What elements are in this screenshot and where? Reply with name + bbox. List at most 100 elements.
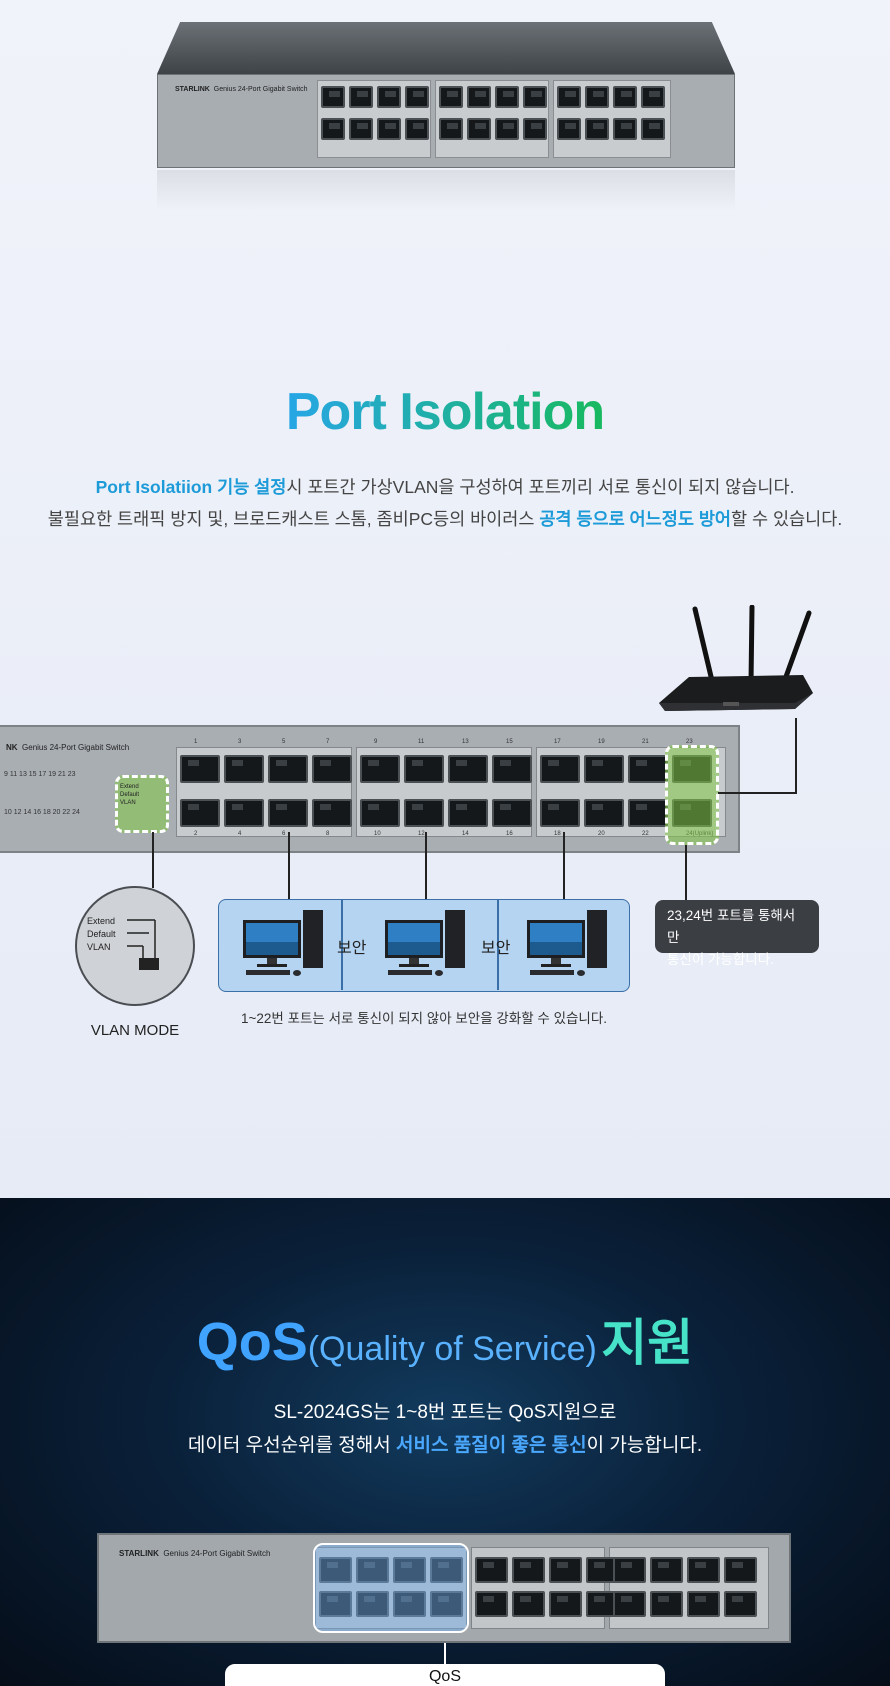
ethernet-port — [180, 799, 220, 827]
switch-product-image: STARLINK Genius 24-Port Gigabit Switch — [157, 22, 735, 210]
qos-label: QoS — [428, 1668, 461, 1685]
port-number: 15 — [506, 739, 513, 745]
connector-line — [563, 832, 565, 900]
ethernet-port — [585, 86, 609, 108]
ethernet-port — [584, 755, 624, 783]
ethernet-port — [724, 1591, 757, 1617]
qos-label-box — [225, 1664, 665, 1686]
connector-line — [425, 832, 427, 900]
port-number: 1 — [194, 739, 198, 745]
connector-line — [718, 792, 797, 794]
connector-line — [444, 1643, 446, 1665]
port-number: 9 — [374, 739, 378, 745]
dip-switch-icon — [127, 919, 159, 970]
ethernet-port — [448, 799, 488, 827]
ethernet-port — [349, 118, 373, 140]
highlight-text: 서비스 품질이 좋은 통신 — [396, 1435, 587, 1456]
qos-switch-image: STARLINK Genius 24-Port Gigabit Switch — [97, 1533, 791, 1643]
ethernet-port — [360, 799, 400, 827]
desktop-pc-icon — [241, 910, 323, 982]
ethernet-port — [224, 755, 264, 783]
port-number: 5 — [282, 739, 286, 745]
ethernet-port — [467, 118, 491, 140]
security-label: 보안 — [481, 940, 511, 957]
ethernet-port — [495, 86, 519, 108]
ethernet-port — [356, 1591, 389, 1617]
security-label: 보안 — [337, 940, 367, 957]
port-number: 2 — [194, 831, 198, 837]
ethernet-port — [628, 799, 668, 827]
highlight-text: Port Isolatiion 기능 설정 — [95, 477, 287, 497]
ethernet-port — [724, 1557, 757, 1583]
ethernet-port — [557, 86, 581, 108]
port-number: 6 — [282, 831, 286, 837]
ethernet-port — [523, 86, 547, 108]
ethernet-port — [687, 1557, 720, 1583]
vlan-mode-label: VLAN MODE — [90, 1022, 180, 1039]
port-number: 4 — [238, 831, 242, 837]
divider — [341, 900, 343, 990]
ethernet-port — [540, 755, 580, 783]
port-number: 7 — [326, 739, 330, 745]
ethernet-port — [495, 118, 519, 140]
ethernet-port — [650, 1591, 683, 1617]
vlan-mode-switch-highlight — [115, 775, 169, 833]
ethernet-port — [404, 755, 444, 783]
qos-ports-highlight — [313, 1543, 469, 1633]
ethernet-port — [321, 118, 345, 140]
connector-line — [288, 832, 290, 900]
uplink-note: 23,24번 포트를 통해서만 통신이 가능합니다. — [655, 900, 819, 967]
switch-diagram: NK Genius 24-Port Gigabit Switch 9 11 13… — [0, 725, 740, 855]
ethernet-port — [492, 755, 532, 783]
port-number: 14 — [462, 831, 469, 837]
port-number: 19 — [598, 739, 605, 745]
reflection — [157, 170, 735, 210]
port-number: 22 — [642, 831, 649, 837]
uplink-ports-highlight — [665, 745, 719, 845]
ethernet-port — [224, 799, 264, 827]
description-line-2: 불필요한 트래픽 방지 및, 브로드캐스트 스톰, 좀비PC등의 바이러스 공격… — [47, 509, 843, 529]
ethernet-port — [430, 1557, 463, 1583]
ethernet-port — [430, 1591, 463, 1617]
ethernet-port — [268, 799, 308, 827]
ethernet-port — [549, 1557, 582, 1583]
ethernet-port — [312, 755, 352, 783]
ethernet-port — [492, 799, 532, 827]
ethernet-port — [404, 799, 444, 827]
ethernet-port — [405, 86, 429, 108]
switch-brand: STARLINK Genius 24-Port Gigabit Switch — [119, 1549, 271, 1558]
vlan-mode-zoom: Extend Default VLAN — [75, 886, 195, 1006]
ethernet-port — [405, 118, 429, 140]
led-numbers-top: 9 11 13 15 17 19 21 23 — [4, 771, 76, 778]
ethernet-port — [512, 1591, 545, 1617]
port-number: 8 — [326, 831, 330, 837]
ethernet-port — [641, 118, 665, 140]
ethernet-port — [512, 1557, 545, 1583]
led-numbers-bottom: 10 12 14 16 18 20 22 24 — [4, 809, 80, 816]
divider — [497, 900, 499, 990]
ethernet-port — [360, 755, 400, 783]
router-icon — [659, 605, 813, 711]
ethernet-port — [613, 118, 637, 140]
ethernet-port — [523, 118, 547, 140]
ethernet-port — [650, 1557, 683, 1583]
ethernet-port — [180, 755, 220, 783]
ethernet-port — [549, 1591, 582, 1617]
ethernet-port — [475, 1591, 508, 1617]
ethernet-port — [312, 799, 352, 827]
ethernet-port — [319, 1591, 352, 1617]
port-number: 20 — [598, 831, 605, 837]
ethernet-port — [393, 1557, 426, 1583]
ethernet-port — [377, 118, 401, 140]
connector-line — [795, 718, 797, 793]
qos-description-line-2: 데이터 우선순위를 정해서 서비스 품질이 좋은 통신이 가능합니다. — [187, 1435, 703, 1456]
description-line-1: Port Isolatiion 기능 설정시 포트간 가상VLAN을 구성하여 … — [95, 477, 795, 497]
port-number: 3 — [238, 739, 242, 745]
pc-caption: 1~22번 포트는 서로 통신이 되지 않아 보안을 강화할 수 있습니다. — [241, 1011, 607, 1026]
ethernet-port — [319, 1557, 352, 1583]
connector-line — [685, 845, 687, 900]
ethernet-port — [557, 118, 581, 140]
ethernet-port — [268, 755, 308, 783]
ethernet-port — [613, 1557, 646, 1583]
ethernet-port — [641, 86, 665, 108]
